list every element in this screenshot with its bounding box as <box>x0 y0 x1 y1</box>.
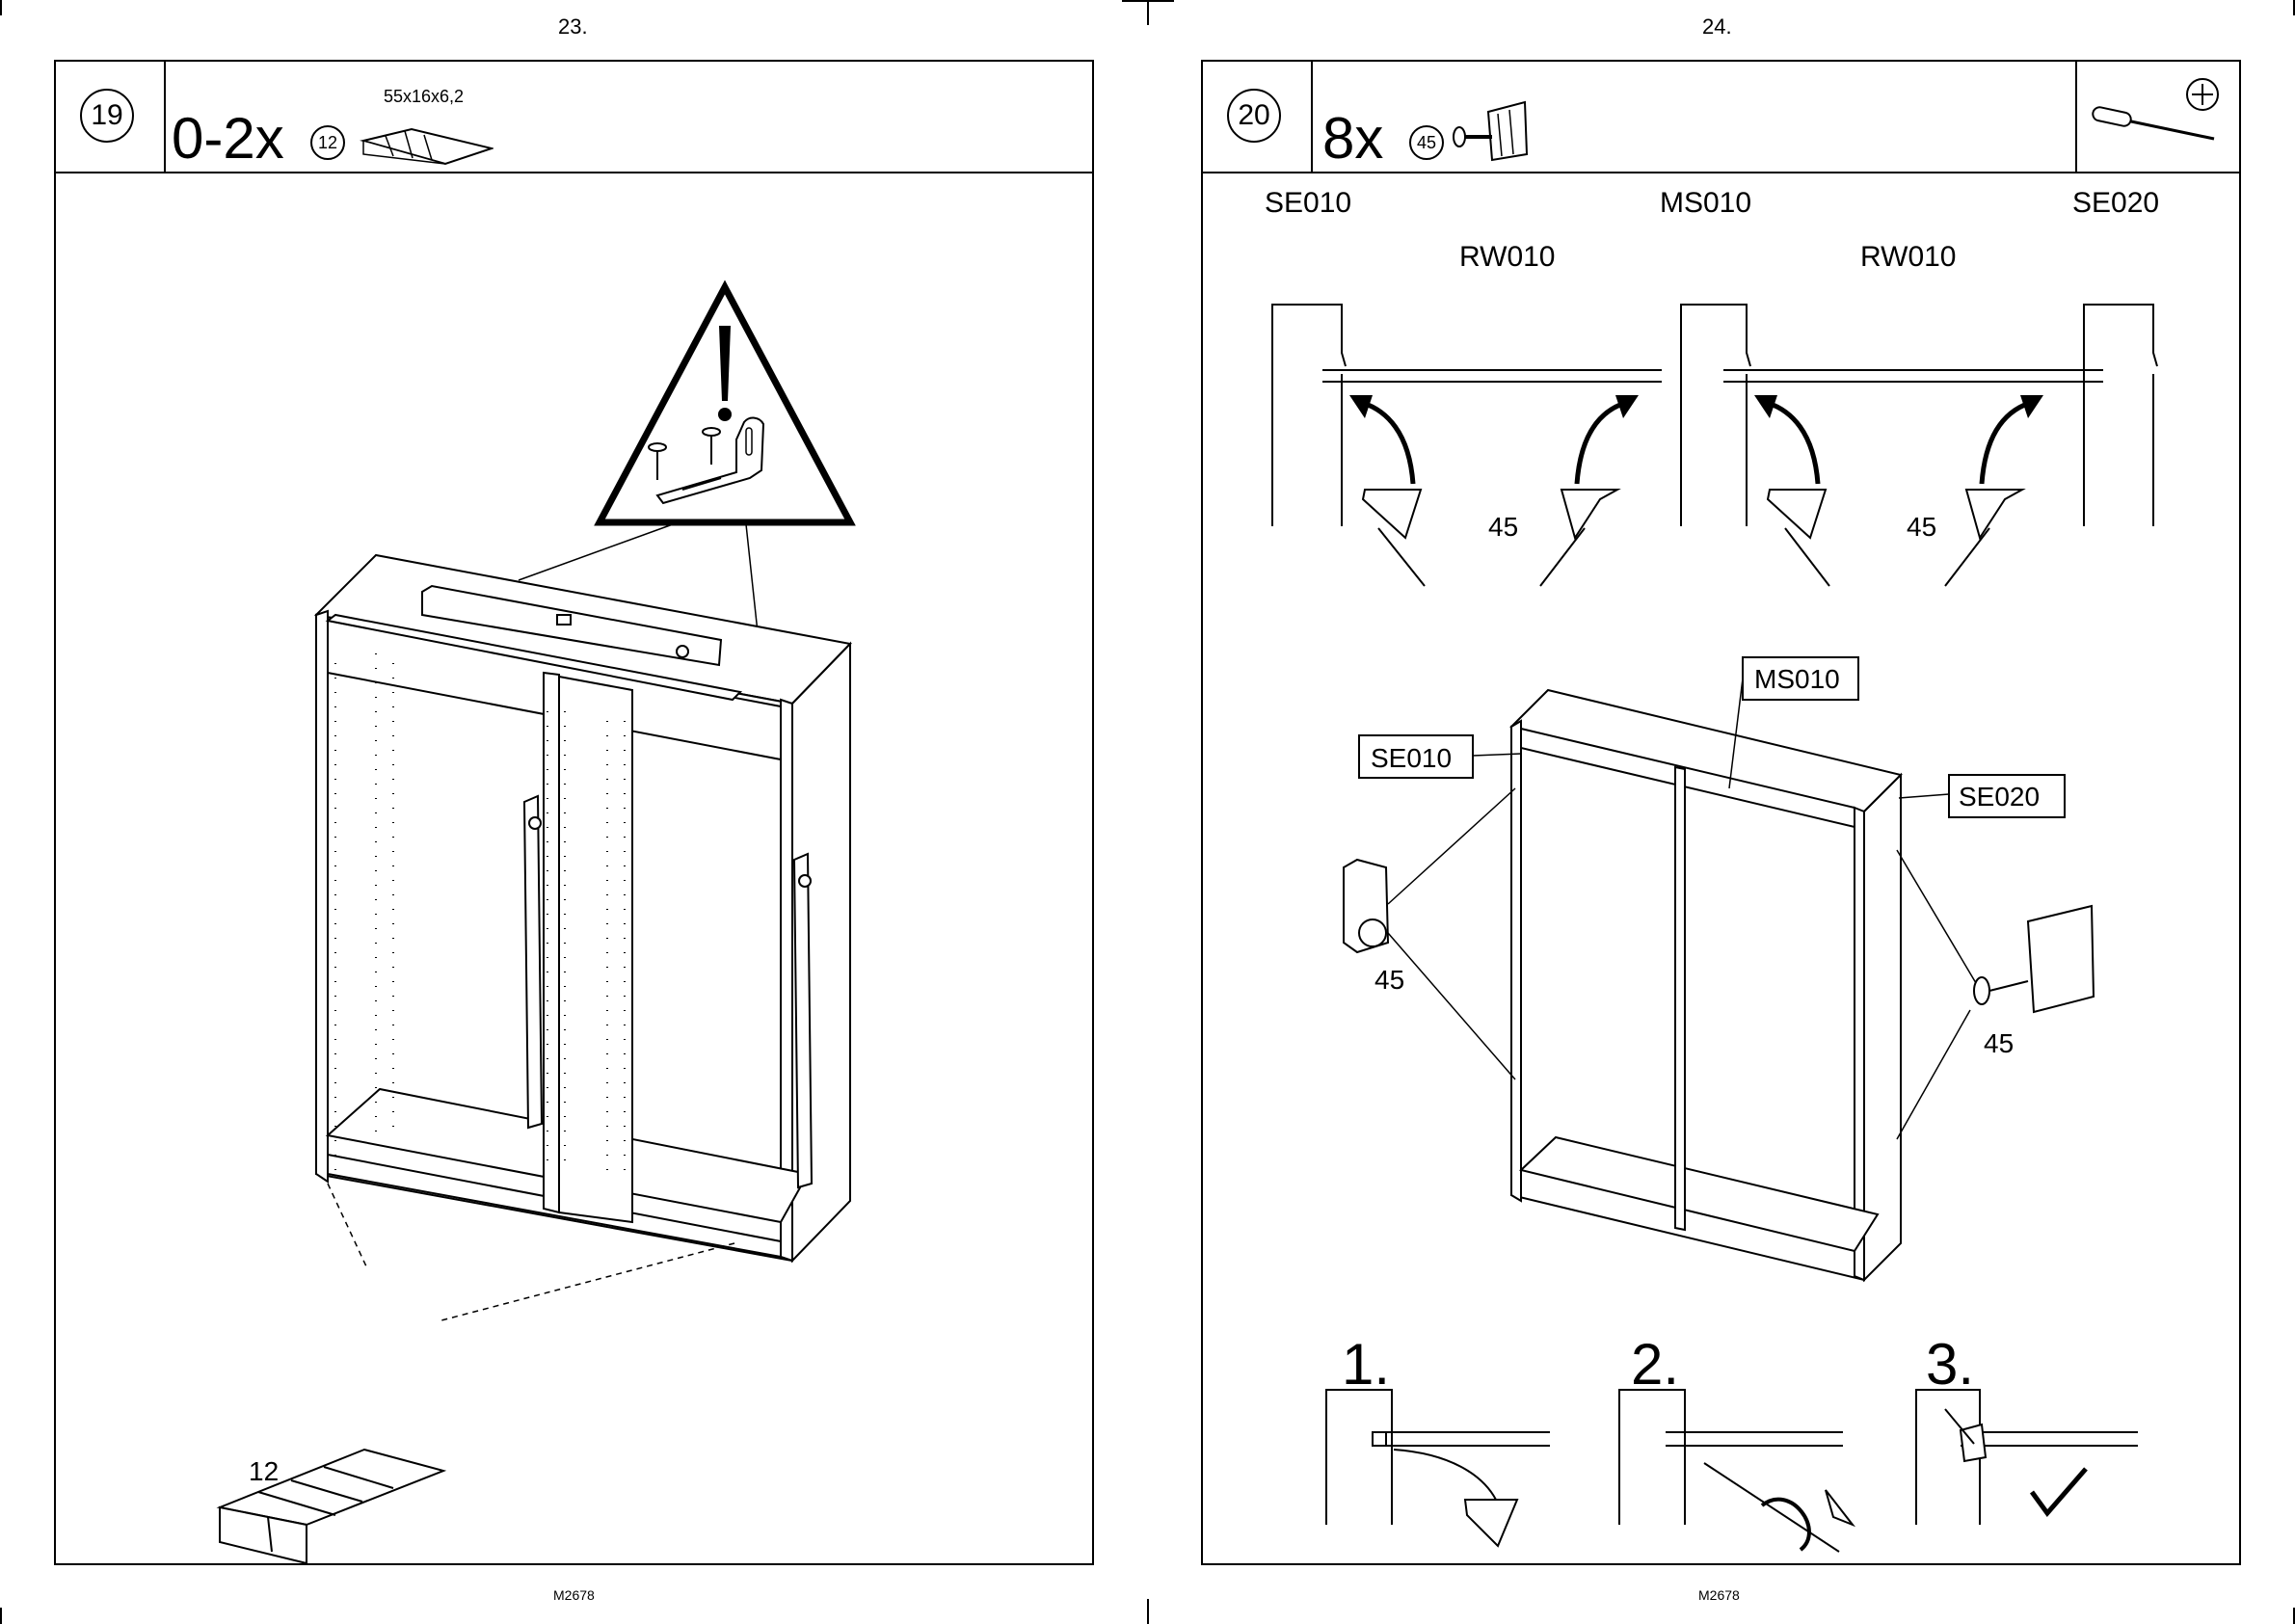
label-se010-callout: SE010 <box>1371 743 1452 773</box>
connector-bracket-icon <box>1450 98 1536 166</box>
crop-mark-left-top <box>0 0 2 15</box>
part-size-label: 55x16x6,2 <box>384 87 464 107</box>
step-number: 19 <box>80 89 134 143</box>
label-se010-box: SE010 <box>1359 735 1473 778</box>
wardrobe-carcass <box>1511 690 1901 1280</box>
crop-mark-left-bottom <box>0 1608 2 1624</box>
wardrobe-carcass <box>316 555 850 1261</box>
label-ms010-callout: MS010 <box>1754 664 1840 694</box>
check-mark-icon <box>2032 1469 2086 1513</box>
wedge-callout-label: 12 <box>249 1456 279 1486</box>
part-quantity: 8x <box>1322 110 1383 168</box>
right-footer-code: M2678 <box>1698 1587 1740 1603</box>
crop-mark-top <box>1147 0 1149 25</box>
part-callout-45: 45 <box>1488 512 1518 542</box>
label-ms010-box: MS010 <box>1743 657 1858 700</box>
phillips-head-icon <box>2186 78 2219 111</box>
step-20-panel: 20 8x 45 SE010 MS010 SE020 RW01 <box>1201 60 2241 1565</box>
connector-bracket-detail-left <box>1344 860 1388 952</box>
left-footer-code: M2678 <box>553 1587 595 1603</box>
step-number-cell: 20 <box>1203 62 1313 172</box>
step-19-illustration: 12 <box>56 172 1092 1563</box>
label-se020-callout: SE020 <box>1959 782 2040 812</box>
rotation-arrow-heads <box>1349 395 2043 418</box>
warning-triangle-icon <box>600 287 850 522</box>
spirit-level-icon-right <box>794 854 812 1187</box>
part-callout-45-right-detail: 45 <box>1984 1028 2014 1058</box>
part-id-badge: 45 <box>1409 125 1444 160</box>
step-20-header: 20 8x 45 <box>1203 62 2239 173</box>
part-callout-45-left: 45 <box>1374 965 1404 995</box>
sequence-diagram-1 <box>1326 1390 1550 1546</box>
tool-cell <box>2075 62 2239 172</box>
sequence-step-1: 1. <box>1342 1332 1390 1397</box>
label-ms010: MS010 <box>1660 187 1751 219</box>
right-page-number: 24. <box>1702 14 1732 40</box>
label-rw010-right: RW010 <box>1860 241 1957 273</box>
sequence-step-2: 2. <box>1631 1332 1679 1397</box>
part-callout-45-right: 45 <box>1907 512 1936 542</box>
step-19-panel: 19 0-2x 12 55x16x6,2 <box>54 60 1094 1565</box>
sequence-diagram-3 <box>1916 1390 2138 1525</box>
step-19-header: 19 0-2x 12 55x16x6,2 <box>56 62 1092 173</box>
label-se020-box: SE020 <box>1949 775 2065 817</box>
step-number-cell: 19 <box>56 62 166 172</box>
spirit-level-icon-middle <box>524 796 542 1128</box>
part-quantity: 0-2x <box>172 110 284 168</box>
crop-mark-bottom <box>1147 1599 1149 1624</box>
label-rw010-left: RW010 <box>1459 241 1556 273</box>
connector-bracket-detail-right <box>1974 906 2094 1012</box>
left-page-number: 23. <box>558 14 588 40</box>
crop-mark-top-h <box>1122 0 1174 2</box>
label-se010: SE010 <box>1265 187 1351 219</box>
step-number: 20 <box>1227 89 1281 143</box>
rotation-arrow-icons <box>1363 403 2030 484</box>
wedge-icon <box>359 110 494 168</box>
sequence-diagram-2 <box>1619 1390 1853 1552</box>
label-se020: SE020 <box>2072 187 2159 219</box>
part-id-badge: 12 <box>310 125 345 160</box>
step-20-illustration: SE010 MS010 SE020 RW010 RW010 <box>1203 172 2239 1563</box>
sequence-step-3: 3. <box>1926 1332 1974 1397</box>
